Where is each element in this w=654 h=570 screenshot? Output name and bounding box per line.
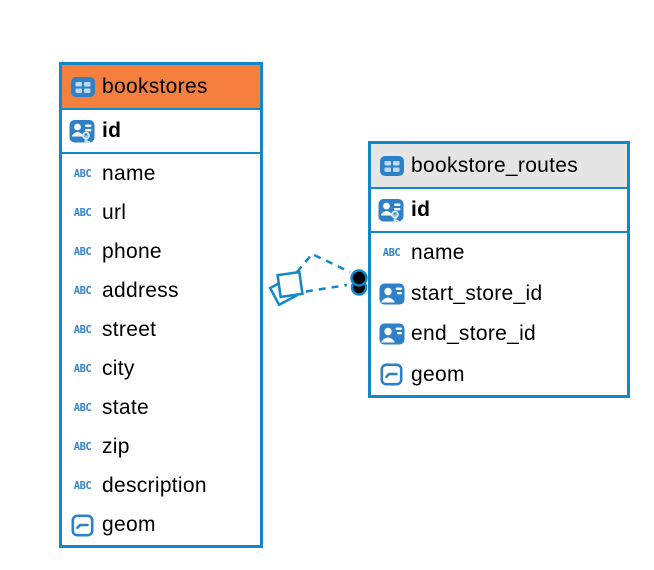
text-icon: ABC bbox=[73, 206, 92, 219]
table-name: bookstores bbox=[102, 74, 208, 98]
column-row-state[interactable]: ABC state bbox=[62, 389, 260, 428]
column-name: city bbox=[102, 357, 135, 381]
foreign-key-icon bbox=[378, 321, 405, 348]
primary-key-icon bbox=[378, 197, 405, 224]
column-name: id bbox=[411, 198, 431, 221]
text-icon: ABC bbox=[73, 441, 92, 454]
column-row-name[interactable]: ABC name bbox=[371, 233, 627, 274]
column-name: street bbox=[102, 317, 157, 341]
relationship-dot-marker-front bbox=[350, 269, 368, 287]
column-row-address[interactable]: ABC address bbox=[62, 271, 260, 310]
relationship-line-upper[interactable] bbox=[296, 252, 351, 274]
column-name: name bbox=[102, 161, 156, 185]
column-name: zip bbox=[102, 435, 130, 459]
column-name: phone bbox=[102, 239, 162, 263]
text-icon: ABC bbox=[73, 323, 92, 336]
primary-key-icon bbox=[69, 118, 96, 145]
column-row-city[interactable]: ABC city bbox=[62, 349, 260, 388]
column-row-id[interactable]: id bbox=[371, 189, 627, 233]
column-row-start_store_id[interactable]: start_store_id bbox=[371, 274, 627, 315]
column-name: url bbox=[102, 200, 127, 224]
text-icon: ABC bbox=[73, 480, 92, 493]
column-name: state bbox=[102, 396, 150, 420]
table-header[interactable]: bookstore_routes bbox=[371, 144, 627, 189]
column-row-zip[interactable]: ABC zip bbox=[62, 428, 260, 467]
column-name: description bbox=[102, 474, 207, 498]
column-name: geom bbox=[102, 513, 156, 537]
geometry-icon bbox=[378, 361, 405, 388]
column-row-name[interactable]: ABC name bbox=[62, 154, 260, 193]
text-icon: ABC bbox=[73, 245, 92, 258]
text-icon: ABC bbox=[73, 167, 92, 180]
column-name: end_store_id bbox=[411, 322, 537, 346]
table-icon bbox=[69, 73, 96, 100]
column-name: id bbox=[102, 119, 122, 142]
column-row-description[interactable]: ABC description bbox=[62, 467, 260, 506]
column-name: name bbox=[411, 241, 465, 265]
column-row-phone[interactable]: ABC phone bbox=[62, 232, 260, 271]
column-row-end_store_id[interactable]: end_store_id bbox=[371, 314, 627, 355]
relationship-connector[interactable] bbox=[268, 252, 368, 307]
column-row-geom[interactable]: geom bbox=[62, 506, 260, 545]
relationship-line-lower[interactable] bbox=[292, 283, 348, 295]
geometry-icon bbox=[69, 512, 96, 539]
column-name: address bbox=[102, 278, 179, 302]
relationship-square-marker-back bbox=[268, 277, 298, 307]
text-icon: ABC bbox=[73, 363, 92, 376]
column-row-street[interactable]: ABC street bbox=[62, 310, 260, 349]
column-name: start_store_id bbox=[411, 281, 543, 305]
column-name: geom bbox=[411, 362, 465, 386]
table-name: bookstore_routes bbox=[411, 153, 579, 177]
column-row-url[interactable]: ABC url bbox=[62, 193, 260, 232]
table-icon bbox=[378, 152, 405, 179]
column-row-id[interactable]: id bbox=[62, 110, 260, 154]
foreign-key-icon bbox=[378, 280, 405, 307]
text-icon: ABC bbox=[73, 284, 92, 297]
column-row-geom[interactable]: geom bbox=[371, 355, 627, 396]
table-header[interactable]: bookstores bbox=[62, 65, 260, 110]
text-icon: ABC bbox=[382, 247, 401, 260]
text-icon: ABC bbox=[73, 402, 92, 415]
